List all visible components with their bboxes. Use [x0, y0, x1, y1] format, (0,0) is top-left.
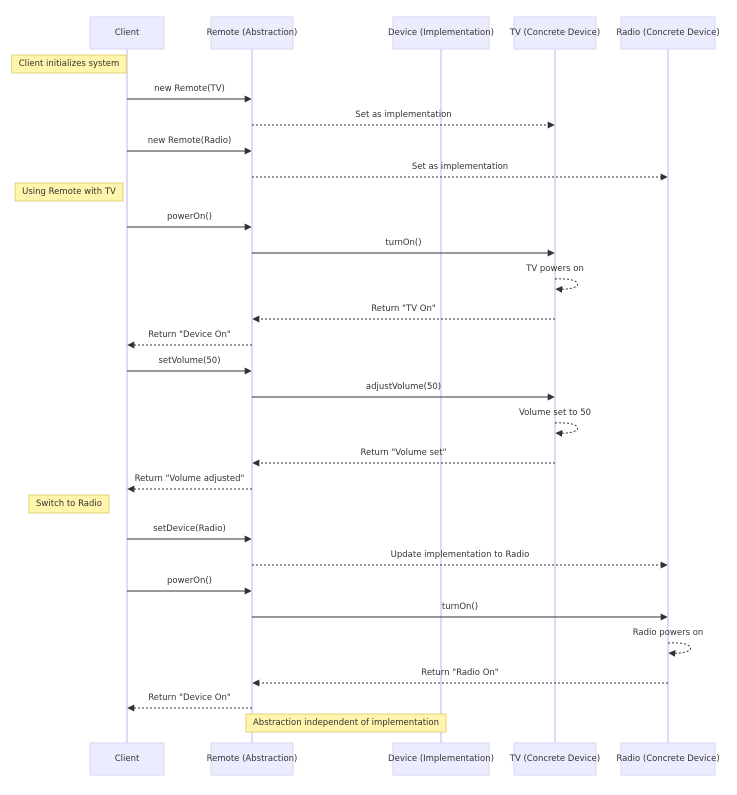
participant-label: Remote (Abstraction)	[207, 754, 298, 764]
participant-radio-top: Radio (Concrete Device)	[616, 16, 720, 50]
participant-box	[513, 742, 597, 776]
message-label: adjustVolume(50)	[366, 382, 441, 392]
note-box	[28, 494, 110, 514]
step-msg: Return "TV On"	[252, 304, 555, 323]
step-msg: new Remote(Radio)	[127, 136, 252, 155]
message-label: Update implementation to Radio	[391, 550, 530, 560]
step-msg: turnOn()	[252, 602, 668, 621]
step-note: Abstraction independent of implementatio…	[245, 713, 447, 733]
self-message-arrow	[554, 422, 578, 437]
step-self: TV powers on	[525, 264, 584, 293]
participant-label: Client	[115, 754, 140, 764]
participant-label: TV (Concrete Device)	[509, 28, 600, 38]
message-label: Return "Radio On"	[421, 668, 498, 678]
participant-box	[210, 742, 294, 776]
step-msg: Update implementation to Radio	[252, 550, 668, 569]
note-text: Abstraction independent of implementatio…	[253, 718, 439, 728]
participant-box	[89, 742, 165, 776]
step-msg: Return "Device On"	[127, 330, 252, 349]
self-message-label: TV powers on	[525, 264, 584, 274]
step-msg: Return "Volume adjusted"	[127, 474, 252, 493]
participant-box	[392, 742, 490, 776]
participant-label: Radio (Concrete Device)	[616, 28, 719, 38]
message-label: Return "Device On"	[148, 330, 231, 340]
lifelines	[126, 49, 669, 743]
message-label: powerOn()	[167, 212, 212, 222]
step-msg: powerOn()	[127, 212, 252, 231]
participant-box	[210, 16, 294, 50]
participant-box	[513, 16, 597, 50]
step-msg: Return "Volume set"	[252, 448, 555, 467]
message-label: turnOn()	[385, 238, 421, 248]
message-label: Return "Device On"	[148, 693, 231, 703]
message-label: setDevice(Radio)	[153, 524, 226, 534]
message-label: Return "Volume adjusted"	[135, 474, 245, 484]
participant-label: Device (Implementation)	[388, 754, 494, 764]
steps: Client initializes system new Remote(TV) S…	[11, 54, 704, 733]
participant-client-top: Client	[89, 16, 165, 50]
participant-label: Device (Implementation)	[388, 28, 494, 38]
message-label: powerOn()	[167, 576, 212, 586]
step-note: Switch to Radio	[28, 494, 110, 514]
step-note: Using Remote with TV	[14, 182, 124, 202]
message-label: Set as implementation	[355, 110, 451, 120]
step-msg: Return "Device On"	[127, 693, 252, 712]
message-label: Set as implementation	[412, 162, 508, 172]
participant-device-bottom: Device (Implementation)	[388, 742, 494, 776]
participant-box	[89, 16, 165, 50]
participant-box	[620, 742, 716, 776]
message-label: Return "Volume set"	[360, 448, 446, 458]
step-note: Client initializes system	[11, 54, 127, 74]
step-msg: adjustVolume(50)	[252, 382, 555, 401]
step-msg: Set as implementation	[252, 162, 668, 181]
step-msg: Return "Radio On"	[252, 668, 668, 687]
self-message-arrow	[554, 278, 578, 293]
participant-label: Radio (Concrete Device)	[616, 754, 719, 764]
message-label: new Remote(TV)	[154, 84, 225, 94]
step-self: Volume set to 50	[519, 408, 591, 437]
note-box	[245, 713, 447, 733]
participant-label: Client	[115, 28, 140, 38]
participant-box	[620, 16, 716, 50]
participant-label: TV (Concrete Device)	[509, 754, 600, 764]
step-msg: Set as implementation	[252, 110, 555, 129]
self-message-arrow	[667, 642, 691, 657]
participant-remote-bottom: Remote (Abstraction)	[207, 742, 298, 776]
step-msg: setDevice(Radio)	[127, 524, 252, 543]
participant-label: Remote (Abstraction)	[207, 28, 298, 38]
participant-box	[392, 16, 490, 50]
note-text: Using Remote with TV	[22, 187, 116, 197]
message-label: setVolume(50)	[158, 356, 220, 366]
step-self: Radio powers on	[633, 628, 704, 657]
participant-radio-bottom: Radio (Concrete Device)	[616, 742, 720, 776]
note-text: Switch to Radio	[36, 499, 102, 509]
step-msg: powerOn()	[127, 576, 252, 595]
participant-device-top: Device (Implementation)	[388, 16, 494, 50]
participant-client-bottom: Client	[89, 742, 165, 776]
participant-remote-top: Remote (Abstraction)	[207, 16, 298, 50]
participant-tv-bottom: TV (Concrete Device)	[509, 742, 600, 776]
note-box	[11, 54, 127, 74]
note-text: Client initializes system	[19, 59, 120, 69]
participant-tv-top: TV (Concrete Device)	[509, 16, 600, 50]
message-label: Return "TV On"	[371, 304, 436, 314]
step-msg: setVolume(50)	[127, 356, 252, 375]
note-box	[14, 182, 124, 202]
step-msg: new Remote(TV)	[127, 84, 252, 103]
message-label: turnOn()	[442, 602, 478, 612]
step-msg: turnOn()	[252, 238, 555, 257]
message-label: new Remote(Radio)	[148, 136, 232, 146]
self-message-label: Radio powers on	[633, 628, 704, 638]
self-message-label: Volume set to 50	[519, 408, 591, 418]
